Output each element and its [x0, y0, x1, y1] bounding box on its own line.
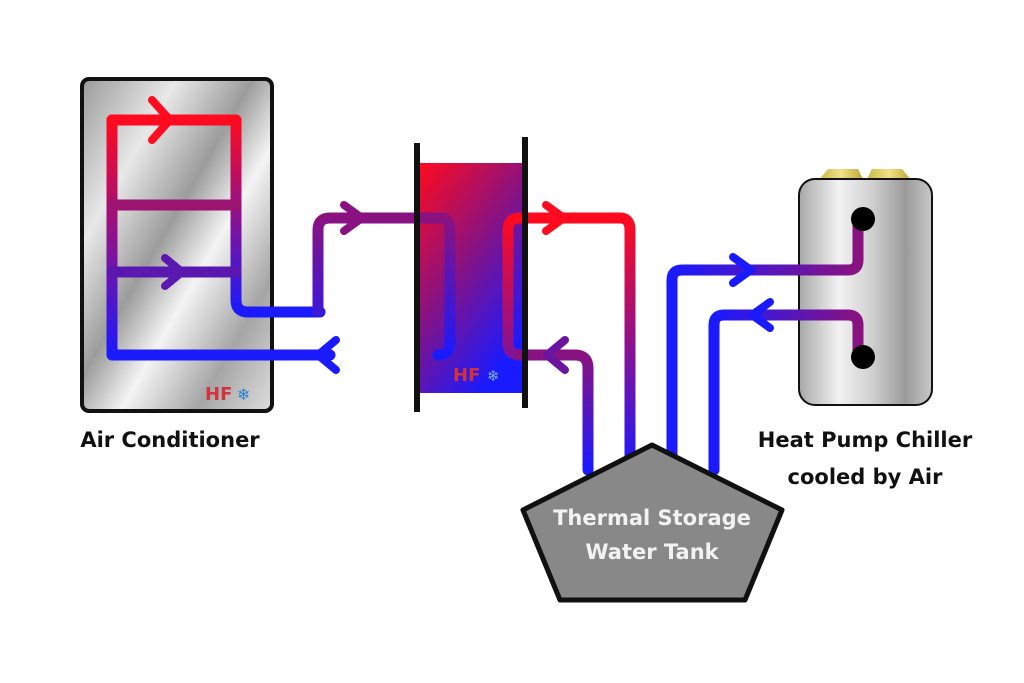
- tank-label-line2: Water Tank: [585, 540, 719, 564]
- heat-exchanger: HF ❄: [312, 137, 636, 476]
- chiller-label-line2: cooled by Air: [788, 465, 944, 489]
- chiller-supply-pipe: [666, 212, 864, 476]
- hx-return-pipe: [514, 349, 594, 476]
- snowflake-icon: ❄: [237, 385, 250, 404]
- snowflake-icon: ❄: [487, 367, 500, 385]
- hx-right-pipe: [502, 212, 636, 476]
- heat-pump-chiller: [666, 169, 933, 476]
- chiller-label-line1: Heat Pump Chiller: [758, 428, 973, 452]
- flow-arrow-icon: [340, 201, 366, 235]
- flow-arrow-icon: [542, 201, 568, 235]
- hx-left-pipe: [312, 212, 456, 361]
- chiller-port-bottom: [851, 345, 875, 369]
- flow-arrow-icon: [161, 254, 186, 290]
- flow-arrow-icon: [148, 96, 174, 144]
- ac-logo: HF: [205, 384, 232, 405]
- hx-logo: HF: [453, 365, 480, 386]
- ac-inner-loop-pipe: [106, 114, 326, 318]
- tank-label-line1: Thermal Storage: [553, 506, 751, 530]
- flow-arrow-icon: [748, 298, 774, 332]
- flow-arrow-icon: [314, 336, 340, 374]
- air-conditioner-unit: HF ❄: [80, 77, 336, 413]
- ac-outer-loop-pipe: [106, 114, 336, 361]
- thermal-storage-tank: Thermal Storage Water Tank: [520, 442, 785, 603]
- air-conditioner-label: Air Conditioner: [80, 428, 260, 452]
- flow-arrow-icon: [729, 253, 755, 287]
- chiller-return-pipe: [708, 309, 864, 476]
- chiller-port-top: [851, 207, 875, 231]
- flow-arrow-icon: [543, 336, 569, 374]
